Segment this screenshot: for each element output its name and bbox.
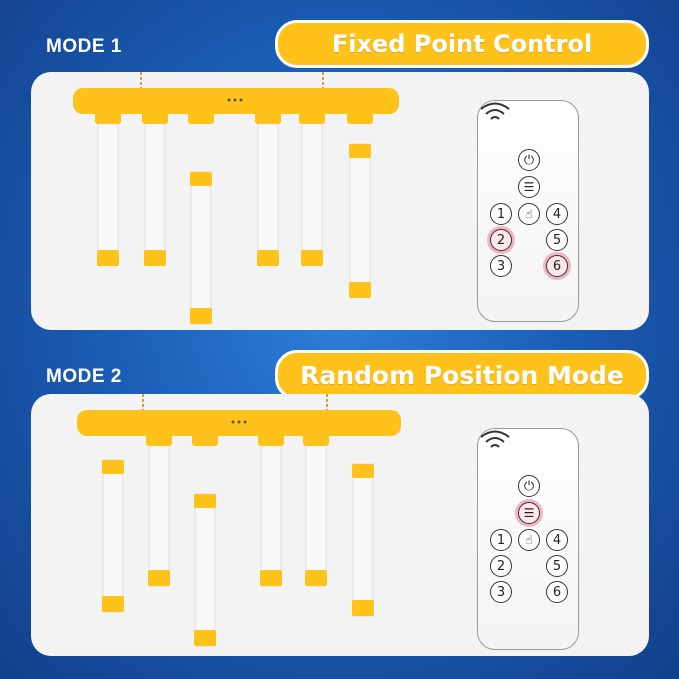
mode-1-title: Fixed Point Control xyxy=(275,20,649,68)
hand-touch-icon[interactable]: ☝ xyxy=(518,529,540,551)
hand-touch-icon[interactable]: ☝ xyxy=(518,203,540,225)
remote-button-6[interactable]: 6 xyxy=(546,255,568,277)
wifi-signal-icon xyxy=(480,102,510,120)
mode-2-label: MODE 2 xyxy=(46,366,122,387)
remote-button-3[interactable]: 3 xyxy=(490,255,512,277)
light-bar-illustration-1 xyxy=(73,72,399,325)
power-icon[interactable]: ⏻ xyxy=(518,149,540,171)
remote-button-5[interactable]: 5 xyxy=(546,229,568,251)
remote-button-1[interactable]: 1 xyxy=(490,203,512,225)
mode-2-panel: ⏻ ☰ ☝ 1 4 2 5 3 6 xyxy=(31,394,649,656)
remote-button-6[interactable]: 6 xyxy=(546,581,568,603)
remote-control-2: ⏻ ☰ ☝ 1 4 2 5 3 6 xyxy=(477,428,579,650)
power-icon[interactable]: ⏻ xyxy=(518,475,540,497)
tube-lights-2 xyxy=(102,429,374,647)
remote-button-4[interactable]: 4 xyxy=(546,203,568,225)
menu-icon[interactable]: ☰ xyxy=(518,502,540,524)
tube-lights-1 xyxy=(97,107,371,325)
wifi-signal-icon xyxy=(480,430,510,448)
light-bar-illustration-2 xyxy=(77,394,401,647)
mode-2-title: Random Position Mode xyxy=(275,350,649,400)
remote-button-4[interactable]: 4 xyxy=(546,529,568,551)
remote-control-1: ⏻ ☰ 1 ☝ 4 2 5 3 6 xyxy=(477,100,579,322)
remote-button-3[interactable]: 3 xyxy=(490,581,512,603)
remote-button-1[interactable]: 1 xyxy=(490,529,512,551)
remote-button-5[interactable]: 5 xyxy=(546,555,568,577)
remote-button-2[interactable]: 2 xyxy=(490,555,512,577)
remote-button-2[interactable]: 2 xyxy=(490,229,512,251)
mode-1-panel: ⏻ ☰ 1 ☝ 4 2 5 3 6 xyxy=(31,72,649,330)
menu-icon[interactable]: ☰ xyxy=(518,176,540,198)
mode-1-label: MODE 1 xyxy=(46,36,122,57)
